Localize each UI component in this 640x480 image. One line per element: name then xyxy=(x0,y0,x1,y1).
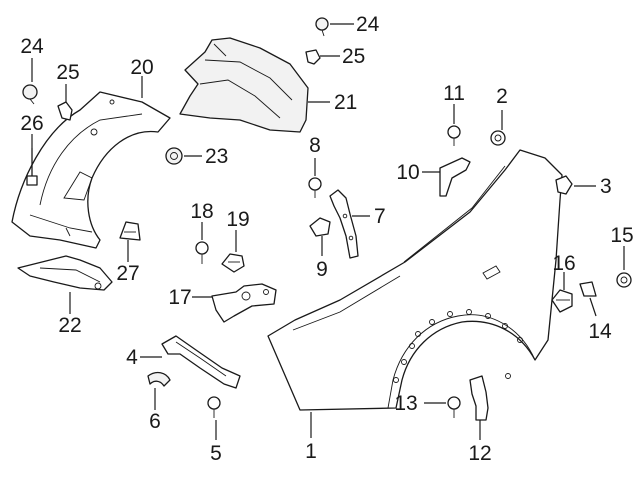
callout-label: 27 xyxy=(116,262,139,285)
callout-label: 4 xyxy=(126,346,138,369)
callout-25-top: 25 xyxy=(320,45,365,68)
part-rear-liner xyxy=(179,37,309,133)
part-clip-14 xyxy=(579,281,597,297)
callout-label: 13 xyxy=(394,392,417,415)
part-bolt-15 xyxy=(616,272,632,288)
callout-label: 14 xyxy=(588,320,612,343)
part-clip-19 xyxy=(221,253,245,273)
callout-label: 16 xyxy=(552,252,575,275)
callout-label: 23 xyxy=(205,145,228,168)
part-screw-8 xyxy=(308,177,322,198)
callout-label: 25 xyxy=(342,45,365,68)
callout-1: 1 xyxy=(305,412,317,463)
callout-21: 21 xyxy=(308,91,357,114)
callout-label: 10 xyxy=(396,161,419,184)
callout-label: 11 xyxy=(443,82,465,105)
callout-24-left: 24 xyxy=(20,35,44,82)
callout-20: 20 xyxy=(130,56,154,98)
part-bracket-7 xyxy=(329,189,359,259)
callout-label: 7 xyxy=(374,205,386,228)
callout-label: 5 xyxy=(210,442,222,465)
callout-label: 22 xyxy=(58,314,81,337)
callout-3: 3 xyxy=(574,175,612,198)
callout-label: 9 xyxy=(316,258,328,281)
callout-label: 1 xyxy=(305,440,317,463)
callout-8: 8 xyxy=(309,134,321,176)
callout-26: 26 xyxy=(20,112,44,148)
callout-label: 15 xyxy=(610,224,633,247)
callout-label: 8 xyxy=(309,134,321,157)
part-screw-2 xyxy=(490,130,506,146)
part-clip-16 xyxy=(551,289,573,313)
callout-17: 17 xyxy=(168,286,212,309)
part-stud-26 xyxy=(26,148,38,186)
callout-label: 6 xyxy=(149,410,161,433)
part-screw-5 xyxy=(207,396,221,418)
callout-5: 5 xyxy=(210,420,222,465)
callout-25-left: 25 xyxy=(56,61,80,102)
callout-16: 16 xyxy=(552,252,576,290)
callout-6: 6 xyxy=(149,388,161,433)
part-bracket-12 xyxy=(469,375,489,421)
part-fender xyxy=(267,149,563,411)
callout-13: 13 xyxy=(394,392,446,415)
callout-2: 2 xyxy=(496,85,508,130)
part-air-deflector xyxy=(17,255,113,291)
callout-label: 19 xyxy=(226,208,249,231)
callout-14: 14 xyxy=(588,297,612,343)
part-nut-3 xyxy=(555,175,573,195)
callout-18: 18 xyxy=(190,200,214,240)
callout-label: 18 xyxy=(190,200,213,223)
callout-11: 11 xyxy=(443,82,465,124)
part-screw-13 xyxy=(447,396,461,418)
callout-27: 27 xyxy=(116,240,140,285)
callout-4: 4 xyxy=(126,346,162,369)
callout-24-top: 24 xyxy=(330,13,380,36)
part-seal-6 xyxy=(147,371,171,387)
part-screw-11 xyxy=(447,125,461,146)
callout-label: 25 xyxy=(56,61,79,84)
callout-label: 24 xyxy=(356,13,380,36)
callout-22: 22 xyxy=(58,292,82,337)
part-screw-18 xyxy=(195,241,209,264)
part-bracket-4 xyxy=(161,335,241,389)
part-bracket-10 xyxy=(439,157,471,197)
callout-15: 15 xyxy=(610,224,634,270)
callout-label: 3 xyxy=(600,175,612,198)
part-nut-23 xyxy=(165,147,183,165)
callout-label: 12 xyxy=(468,442,491,465)
callout-19: 19 xyxy=(226,208,250,252)
callout-10: 10 xyxy=(396,161,440,184)
part-fender-liner xyxy=(11,91,171,249)
callout-label: 21 xyxy=(334,91,357,114)
callout-7: 7 xyxy=(352,205,386,228)
callout-label: 17 xyxy=(168,286,191,309)
callout-label: 26 xyxy=(20,112,43,135)
part-clip-27 xyxy=(119,221,141,241)
part-screw-24-left xyxy=(22,84,38,105)
callout-23: 23 xyxy=(184,145,228,168)
part-clip-9 xyxy=(309,217,331,237)
callout-label: 24 xyxy=(20,35,44,58)
part-screw-24-top xyxy=(315,17,329,37)
callout-9: 9 xyxy=(316,236,328,281)
part-bracket-17 xyxy=(211,283,277,323)
callout-label: 20 xyxy=(130,56,153,79)
callout-12: 12 xyxy=(468,420,492,465)
part-clip-25-left xyxy=(57,101,73,121)
part-clip-25-top xyxy=(305,49,321,65)
callout-label: 2 xyxy=(496,85,508,108)
